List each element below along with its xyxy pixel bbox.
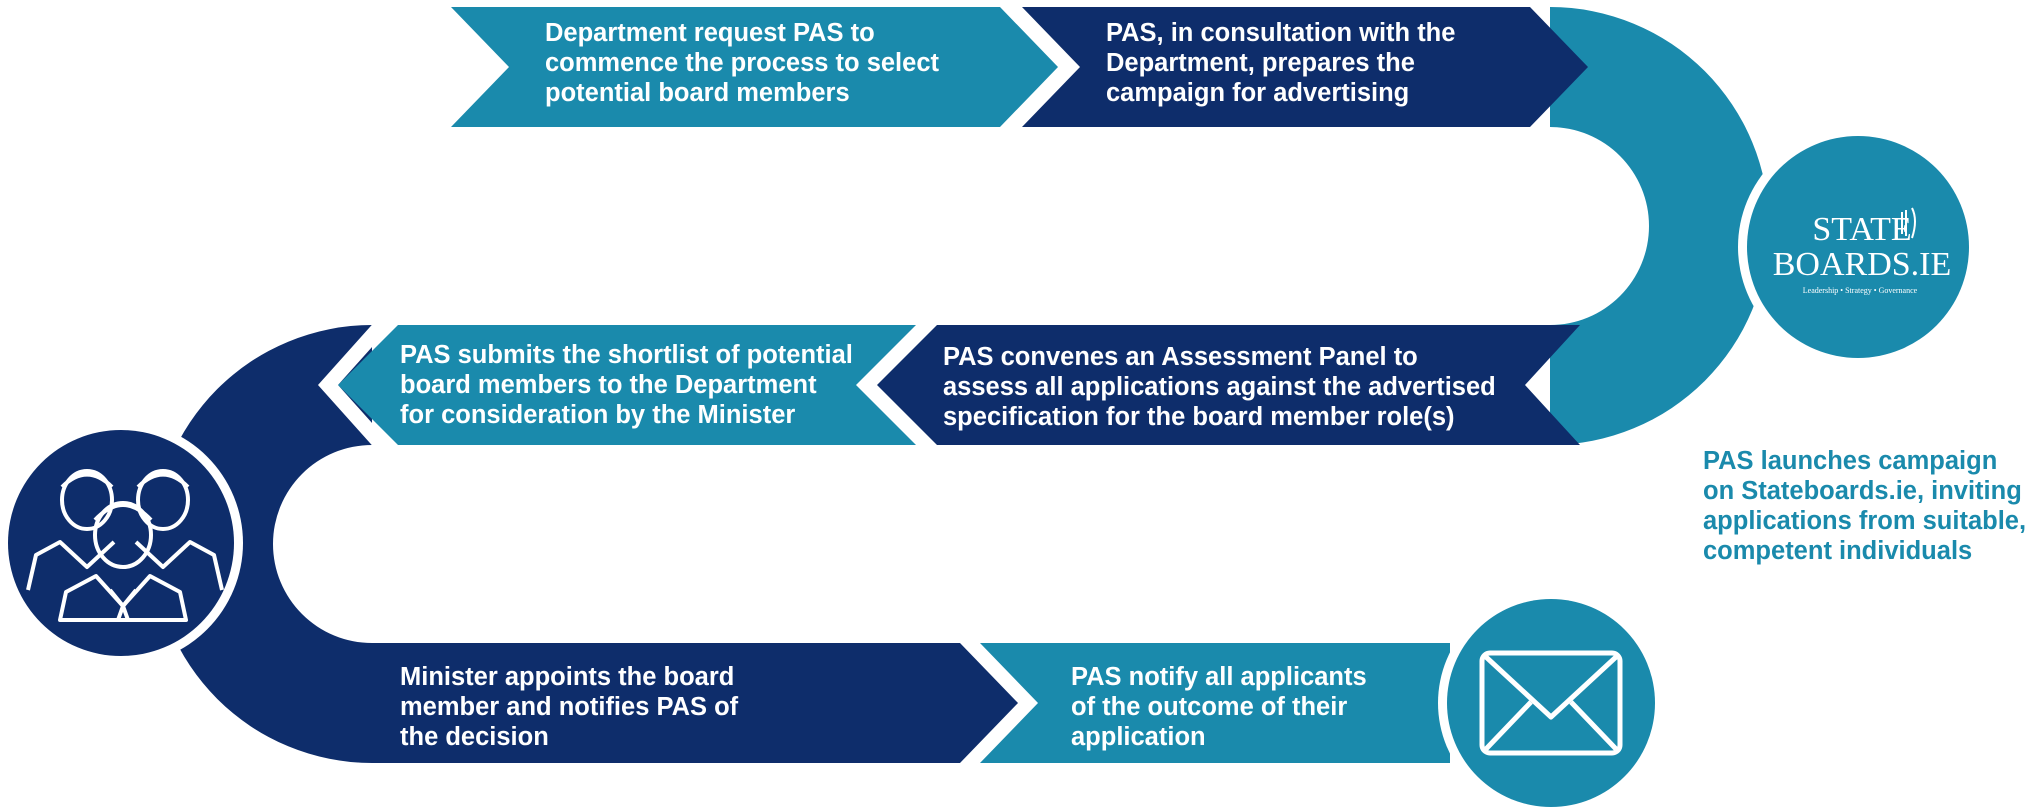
stateboards-logo: STATE BOARDS.IE Leadership • Strategy • …: [1738, 127, 1978, 367]
step-1-text: Department request PAS to commence the p…: [545, 19, 939, 107]
curve-right: [1550, 7, 1769, 445]
step-5-text: PAS submits the shortlist of potential b…: [400, 341, 853, 429]
logo-tagline: Leadership • Strategy • Governance: [1803, 286, 1918, 295]
step-4-arrow: [877, 325, 1580, 445]
step-3-text: PAS launches campaign on Stateboards.ie,…: [1703, 447, 2027, 565]
envelope-icon: [1438, 590, 1664, 809]
step-2-text: PAS, in consultation with the Department…: [1106, 19, 1456, 107]
harp-icon: [1901, 207, 1916, 239]
step-5-arrow: [338, 325, 916, 445]
step-6-arrow: [372, 643, 1018, 763]
step-4-text: PAS convenes an Assessment Panel to asse…: [943, 343, 1496, 431]
step-6-text: Minister appoints the board member and n…: [400, 663, 739, 751]
step-2-arrow: [1022, 7, 1588, 127]
curve-left: [153, 325, 372, 763]
step-7-text: PAS notify all applicants of the outcome…: [1071, 663, 1367, 751]
logo-line2: BOARDS.IE: [1773, 246, 1952, 283]
people-group-icon: [0, 421, 243, 665]
step-7-arrow: [980, 643, 1450, 763]
logo-line1: STATE: [1812, 211, 1911, 248]
step-5-gap: [318, 318, 398, 452]
step-1-arrow: [451, 7, 1058, 127]
